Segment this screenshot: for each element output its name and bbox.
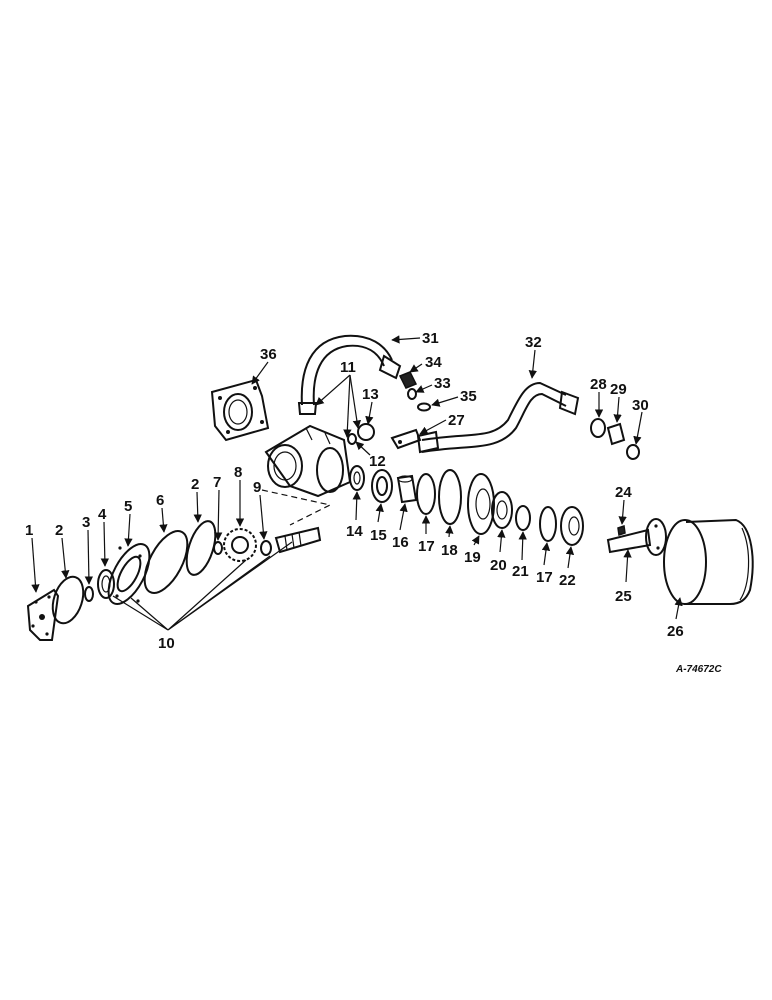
leader-lines: [31, 335, 683, 631]
callout-8: 8: [234, 464, 242, 481]
callout-13: 13: [362, 386, 379, 403]
part-17-shim-left: [416, 473, 436, 515]
callout-10: 10: [158, 635, 175, 652]
callout-16: 16: [392, 534, 409, 551]
callout-30: 30: [632, 397, 649, 414]
part-2-gasket-left: [51, 575, 85, 625]
part-19-retainer: [467, 473, 495, 535]
part-20-bearing: [491, 491, 513, 529]
part-27-elbow-fitting: [390, 428, 422, 450]
callout-26: 26: [667, 623, 684, 640]
callout-20: 20: [490, 557, 507, 574]
part-29-fitting: [606, 422, 626, 446]
callout-27: 27: [448, 412, 465, 429]
part-31-hydraulic-hose: [297, 334, 402, 415]
callout-28: 28: [590, 376, 607, 393]
assembly-centerline: [261, 489, 332, 526]
part-18-gasket: [438, 469, 462, 525]
part-25-spindle: [606, 518, 667, 556]
part-12-fitting: [347, 433, 357, 445]
callout-3: 3: [82, 514, 90, 531]
part-5-flange-plate: [107, 543, 151, 605]
part-26-tire: [663, 518, 754, 605]
part-34-fitting: [398, 371, 418, 389]
callout-labels: 1 2 3 4 5 6 2 7 8 9 10 11 12 13 14 15 16…: [25, 330, 722, 675]
part-13-o-ring: [357, 423, 375, 441]
callout-24: 24: [615, 484, 632, 501]
callout-17-right: 17: [536, 569, 553, 586]
callout-34: 34: [425, 354, 442, 371]
part-6-gasket: [143, 530, 189, 594]
callout-14: 14: [346, 523, 363, 540]
part-1-cover-plate: [26, 588, 60, 641]
part-35-o-ring: [417, 402, 431, 412]
callout-21: 21: [512, 563, 529, 580]
part-24-key: [617, 525, 626, 536]
callout-35: 35: [460, 388, 477, 405]
callout-7: 7: [213, 474, 221, 491]
callout-15: 15: [370, 527, 387, 544]
callout-31: 31: [422, 330, 439, 347]
callout-2-left: 2: [55, 522, 63, 539]
callout-29: 29: [610, 381, 627, 398]
part-16-sleeve: [396, 474, 418, 504]
part-2-gasket-right: [185, 520, 217, 576]
callout-11: 11: [340, 359, 356, 376]
part-3-ring: [84, 586, 94, 602]
shaft-pinion: [274, 526, 322, 554]
callout-25: 25: [615, 588, 632, 605]
part-7-o-ring: [213, 541, 223, 555]
part-17-shim-right: [539, 506, 557, 542]
callout-32: 32: [525, 334, 542, 351]
callout-9: 9: [253, 479, 261, 496]
callout-33: 33: [434, 375, 451, 392]
part-30-o-ring: [626, 444, 640, 460]
callout-2-right: 2: [191, 476, 199, 493]
callout-1: 1: [25, 522, 33, 539]
part-36-mounting-bracket: [210, 378, 270, 442]
callout-22: 22: [559, 572, 576, 589]
callout-6: 6: [156, 492, 164, 509]
part-9-ring: [260, 540, 272, 556]
callout-19: 19: [464, 549, 481, 566]
part-15-bearing: [371, 469, 393, 503]
callout-18: 18: [441, 542, 458, 559]
steering-housing: [264, 424, 352, 498]
part-21-seal: [515, 505, 531, 531]
part-14-bearing: [349, 465, 365, 491]
part-22-cap: [560, 506, 584, 546]
drawing-id: A-74672C: [675, 664, 722, 675]
callout-36: 36: [260, 346, 277, 363]
part-33-washer: [407, 388, 417, 400]
part-28-fitting: [590, 418, 606, 438]
callout-17-left: 17: [418, 538, 435, 555]
part-32-steel-line: [416, 381, 580, 454]
callout-4: 4: [98, 506, 107, 523]
callout-5: 5: [124, 498, 132, 515]
part-8-gear: [223, 528, 257, 562]
callout-12: 12: [369, 453, 386, 470]
